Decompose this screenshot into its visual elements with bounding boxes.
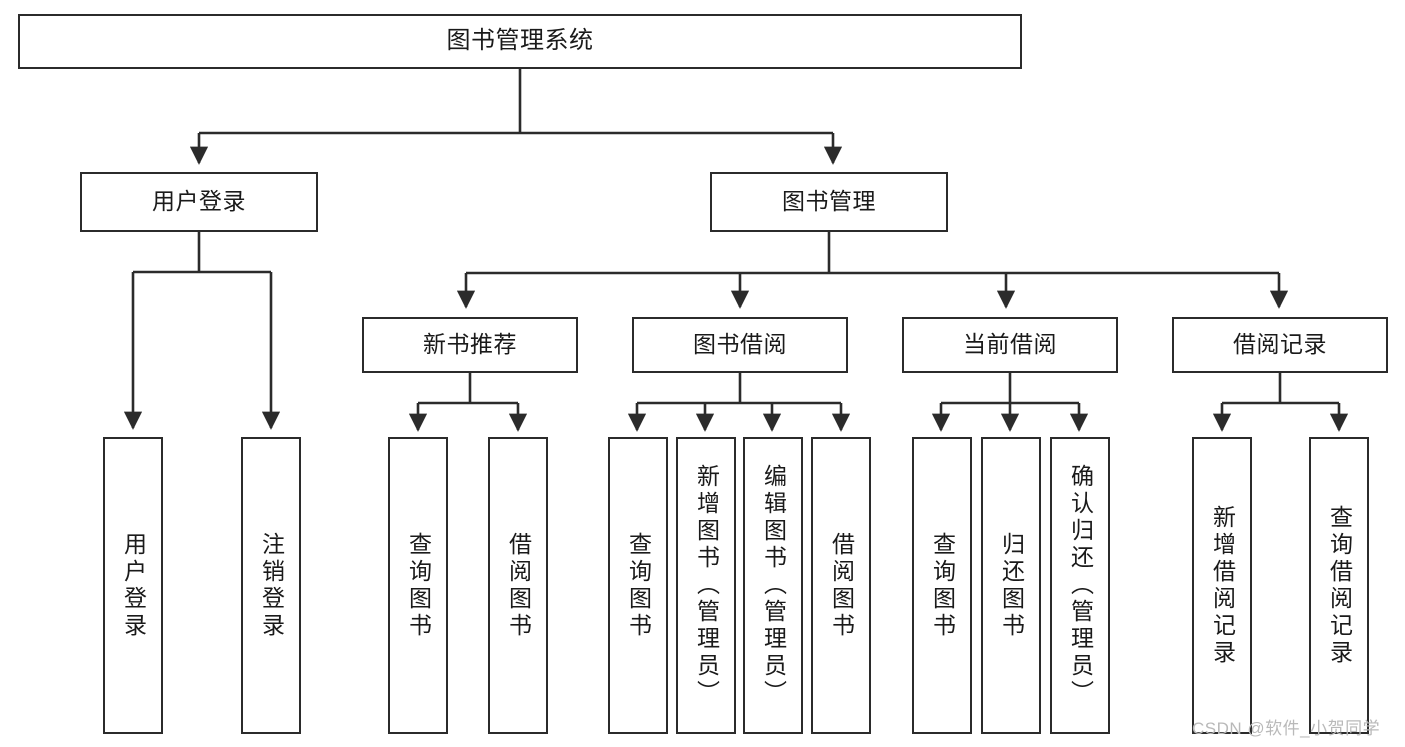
leaf-logout[interactable]: 注销登录 (241, 437, 301, 734)
node-root[interactable]: 图书管理系统 (18, 14, 1022, 69)
leaf-query-books-current[interactable]: 查询图书 (912, 437, 972, 734)
leaf-return-books-label: 归还图书 (998, 531, 1025, 640)
node-new-book-recommend-label: 新书推荐 (423, 331, 517, 358)
leaf-add-book-admin[interactable]: 新增图书（管理员） (676, 437, 736, 734)
node-current-borrow[interactable]: 当前借阅 (902, 317, 1118, 373)
node-borrow-records-label: 借阅记录 (1233, 331, 1327, 358)
node-book-management[interactable]: 图书管理 (710, 172, 948, 232)
leaf-query-books-recommend-label: 查询图书 (405, 531, 432, 640)
leaf-confirm-return-admin[interactable]: 确认归还（管理员） (1050, 437, 1110, 734)
leaf-borrow-books-recommend[interactable]: 借阅图书 (488, 437, 548, 734)
node-user-login[interactable]: 用户登录 (80, 172, 318, 232)
node-book-borrow-label: 图书借阅 (693, 331, 787, 358)
leaf-borrow-books[interactable]: 借阅图书 (811, 437, 871, 734)
leaf-add-book-admin-label: 新增图书（管理员） (693, 464, 720, 707)
leaf-edit-book-admin[interactable]: 编辑图书（管理员） (743, 437, 803, 734)
leaf-user-login[interactable]: 用户登录 (103, 437, 163, 734)
node-new-book-recommend[interactable]: 新书推荐 (362, 317, 578, 373)
leaf-add-borrow-record-label: 新增借阅记录 (1209, 504, 1236, 667)
node-current-borrow-label: 当前借阅 (963, 331, 1057, 358)
node-book-management-label: 图书管理 (782, 188, 876, 215)
leaf-logout-label: 注销登录 (258, 531, 285, 640)
leaf-borrow-books-recommend-label: 借阅图书 (505, 531, 532, 640)
leaf-query-books-current-label: 查询图书 (929, 531, 956, 640)
leaf-confirm-return-admin-label: 确认归还（管理员） (1067, 464, 1094, 707)
leaf-query-books-borrow-label: 查询图书 (625, 531, 652, 640)
node-book-borrow[interactable]: 图书借阅 (632, 317, 848, 373)
node-root-label: 图书管理系统 (446, 27, 594, 55)
leaf-query-borrow-record[interactable]: 查询借阅记录 (1309, 437, 1369, 734)
node-user-login-label: 用户登录 (152, 188, 246, 215)
leaf-query-books-recommend[interactable]: 查询图书 (388, 437, 448, 734)
leaf-query-borrow-record-label: 查询借阅记录 (1326, 504, 1353, 667)
watermark: CSDN @软件_小贺同学 (1192, 719, 1381, 738)
leaf-borrow-books-label: 借阅图书 (828, 531, 855, 640)
leaf-add-borrow-record[interactable]: 新增借阅记录 (1192, 437, 1252, 734)
node-borrow-records[interactable]: 借阅记录 (1172, 317, 1388, 373)
leaf-query-books-borrow[interactable]: 查询图书 (608, 437, 668, 734)
leaf-return-books[interactable]: 归还图书 (981, 437, 1041, 734)
leaf-edit-book-admin-label: 编辑图书（管理员） (760, 464, 787, 707)
leaf-user-login-label: 用户登录 (120, 531, 147, 640)
